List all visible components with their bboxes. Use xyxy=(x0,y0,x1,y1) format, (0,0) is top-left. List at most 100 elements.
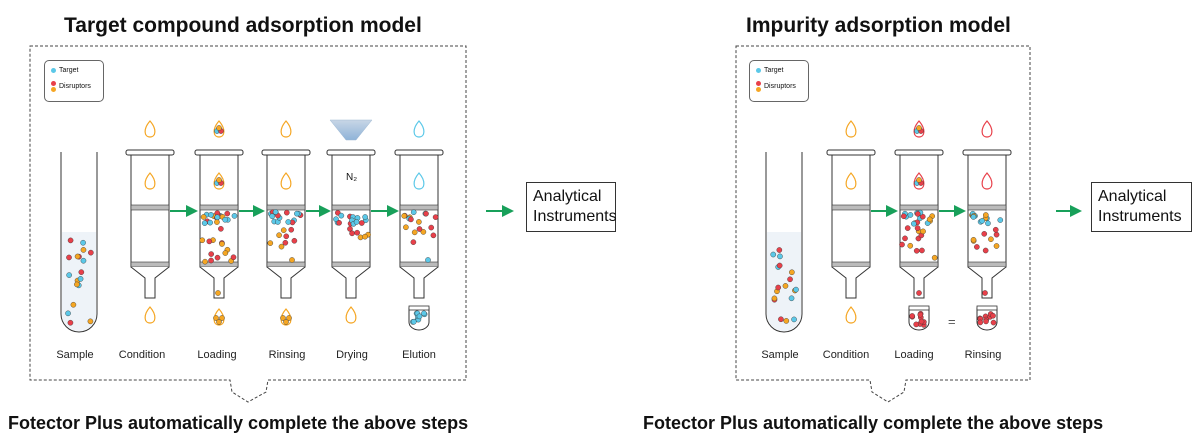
particle xyxy=(916,290,922,296)
right-loading-cartridge-frit-bottom xyxy=(899,261,939,268)
particle xyxy=(970,236,977,243)
target-dot-icon xyxy=(756,68,761,73)
left-elution-cartridge-tip xyxy=(399,266,439,299)
particle xyxy=(910,220,917,227)
particle xyxy=(219,241,225,247)
right-condition-cartridge-frit-top xyxy=(831,204,871,211)
right-condition-cartridge-barrel xyxy=(831,154,871,268)
particle xyxy=(970,214,977,220)
collection-cup-rim xyxy=(976,305,998,311)
particle xyxy=(219,315,225,321)
particle xyxy=(775,284,781,291)
droplet-icon xyxy=(845,306,857,324)
particle xyxy=(74,253,81,260)
left-step-rinsing: Rinsing xyxy=(268,349,306,361)
particle xyxy=(66,254,72,261)
particle xyxy=(993,243,1000,249)
particle xyxy=(926,216,933,223)
right-condition-cartridge-tip xyxy=(831,266,871,299)
left-title: Target compound adsorption model xyxy=(64,14,422,37)
particle xyxy=(421,310,427,317)
left-analytical-instruments: Analytical Instruments xyxy=(526,182,617,232)
droplet-icon xyxy=(981,120,993,138)
particle xyxy=(291,237,298,244)
particle xyxy=(280,227,287,233)
particle xyxy=(230,254,237,261)
particle xyxy=(423,210,429,217)
particle xyxy=(208,251,214,257)
particle xyxy=(66,272,72,278)
droplet-icon xyxy=(144,120,156,138)
particle xyxy=(80,239,86,246)
particle xyxy=(983,212,989,218)
particle xyxy=(776,262,783,269)
left-loading-cartridge-cap xyxy=(194,149,244,156)
left-rinsing-cartridge-tip xyxy=(266,266,306,299)
particle xyxy=(216,125,222,131)
particle xyxy=(349,230,355,237)
particle xyxy=(783,318,790,324)
right-legend: Target Disruptors xyxy=(749,60,809,102)
right-title: Impurity adsorption model xyxy=(746,14,1011,37)
particle xyxy=(979,218,985,224)
particle xyxy=(416,226,423,232)
particle xyxy=(231,213,238,219)
right-equals-sign: = xyxy=(948,314,956,329)
particle xyxy=(213,315,219,321)
particle xyxy=(199,237,206,244)
particle xyxy=(214,254,221,261)
right-step-rinsing: Rinsing xyxy=(964,349,1002,361)
particle xyxy=(74,281,80,288)
left-elution-cartridge-frit-top xyxy=(399,204,439,211)
particle xyxy=(353,219,360,225)
particle xyxy=(982,290,988,296)
particle xyxy=(907,212,914,218)
particle xyxy=(919,247,925,254)
particle xyxy=(67,237,74,244)
right-loading-cartridge-tip xyxy=(899,266,939,299)
particle xyxy=(788,295,795,302)
particle xyxy=(283,319,289,325)
right-rinsing-cartridge-cap xyxy=(962,149,1012,156)
particle xyxy=(208,257,214,264)
left-condition-cartridge-barrel xyxy=(130,154,170,268)
particle xyxy=(917,311,924,318)
particle xyxy=(286,315,292,321)
left-drying-cartridge-frit-bottom xyxy=(331,261,371,268)
droplet-icon xyxy=(413,172,425,190)
particle xyxy=(269,213,275,220)
particle xyxy=(904,225,911,231)
particle xyxy=(78,269,85,275)
particle xyxy=(288,226,295,233)
particle xyxy=(272,209,279,215)
left-step-drying: Drying xyxy=(336,349,368,361)
left-drying-cartridge-frit-top xyxy=(331,204,371,211)
droplet-icon xyxy=(144,172,156,190)
particle xyxy=(778,316,784,323)
droplet-icon xyxy=(981,172,993,190)
droplet-icon xyxy=(845,120,857,138)
particle xyxy=(200,214,207,220)
particle xyxy=(990,312,996,319)
left-drying-cartridge-cap xyxy=(326,149,376,156)
collection-cup-rim xyxy=(408,305,430,311)
particle xyxy=(918,318,925,325)
particle xyxy=(354,229,360,236)
particle xyxy=(789,269,795,276)
particle xyxy=(974,244,980,250)
particle xyxy=(283,209,290,216)
particle xyxy=(425,257,431,263)
particle xyxy=(782,283,789,289)
particle xyxy=(899,241,905,248)
particle xyxy=(206,238,213,245)
particle xyxy=(916,125,922,131)
left-elution-cartridge-frit-bottom xyxy=(399,261,439,268)
left-step-sample: Sample xyxy=(56,349,94,361)
particle xyxy=(907,242,914,249)
particle xyxy=(428,224,435,231)
right-condition-cartridge-cap xyxy=(826,149,876,156)
particle xyxy=(208,212,214,218)
particle xyxy=(358,220,365,226)
particle xyxy=(222,250,229,256)
